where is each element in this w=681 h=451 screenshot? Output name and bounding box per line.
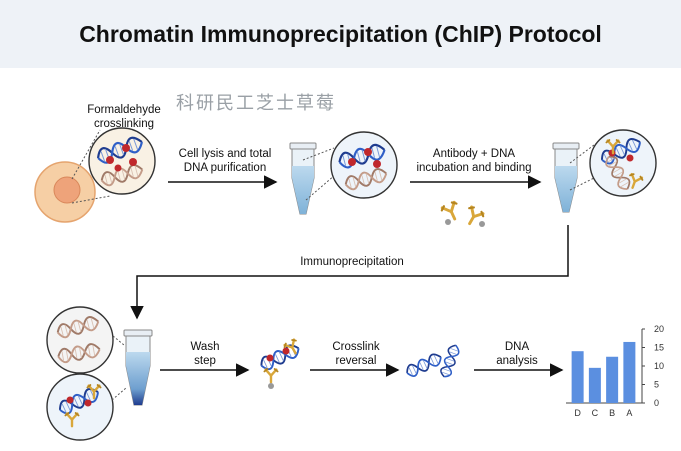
cell-icon [34, 161, 96, 223]
washed-complex-icon [257, 337, 303, 389]
tube-icon [289, 142, 317, 215]
ip-dna-circle [46, 373, 114, 441]
chart-y-tick-label: 15 [654, 343, 664, 353]
wash-label-line1: Wash [190, 341, 220, 353]
crosslinking-label: Formaldehyde crosslinking [74, 103, 174, 131]
antibody-bound-circle [589, 129, 657, 197]
watermark: 科研民工芝士草莓 [176, 93, 336, 114]
arrow-immunoprecipitation [130, 225, 569, 320]
crosslinking-label-line2: crosslinking [93, 118, 155, 130]
analysis-label: DNA analysis [482, 340, 552, 368]
reversal-label-line2: reversal [335, 355, 377, 367]
tube-icon [123, 329, 153, 406]
chart-x-tick-label: D [574, 408, 581, 418]
chart-x-tick-label: B [609, 408, 615, 418]
immunoprecipitation-label: Immunoprecipitation [300, 256, 404, 268]
chart-y-tick-label: 20 [654, 324, 664, 334]
chart-x-tick-label: A [626, 408, 632, 418]
chart-y-tick-label: 10 [654, 361, 664, 371]
wash-label: Wash step [170, 340, 240, 368]
chart-x-tick-label: C [592, 408, 599, 418]
reversal-label: Crosslink reversal [316, 340, 396, 368]
reversal-label-line1: Crosslink [332, 341, 380, 353]
analysis-label-line1: DNA [504, 341, 530, 353]
antibody-label: Antibody + DNA incubation and binding [404, 147, 544, 175]
chart-bar-C [588, 367, 601, 403]
chart-bar-A [623, 341, 636, 403]
lysis-label-line2: DNA purification [183, 162, 267, 174]
antibody-icons [439, 199, 487, 230]
wash-label-line2: step [194, 355, 216, 367]
zoom-lines [569, 141, 601, 191]
unbound-dna-circle [46, 306, 114, 374]
chart-y-tick-label: 5 [654, 380, 659, 390]
crosslinking-label-line1: Formaldehyde [87, 104, 161, 116]
chart-y-tick-label: 0 [654, 398, 659, 408]
tube-icon [552, 142, 580, 213]
lysis-label-line1: Cell lysis and total [178, 148, 272, 160]
title-banner: Chromatin Immunoprecipitation (ChIP) Pro… [0, 0, 681, 68]
zoom-lines [71, 129, 111, 204]
chart-bar-B [606, 356, 619, 403]
chart-bar-D [571, 351, 584, 403]
antibody-label-line1: Antibody + DNA [432, 148, 516, 160]
analysis-label-line2: analysis [496, 355, 538, 367]
chromatin-zoom-circle [88, 127, 156, 195]
purified-dna-circle [330, 131, 398, 199]
lysis-label: Cell lysis and total DNA purification [162, 147, 288, 175]
zoom-lines [111, 335, 127, 401]
figure-title: Chromatin Immunoprecipitation (ChIP) Pro… [79, 20, 602, 47]
free-dna-icon [403, 342, 462, 380]
antibody-label-line2: incubation and binding [416, 162, 532, 174]
zoom-lines [302, 147, 336, 201]
